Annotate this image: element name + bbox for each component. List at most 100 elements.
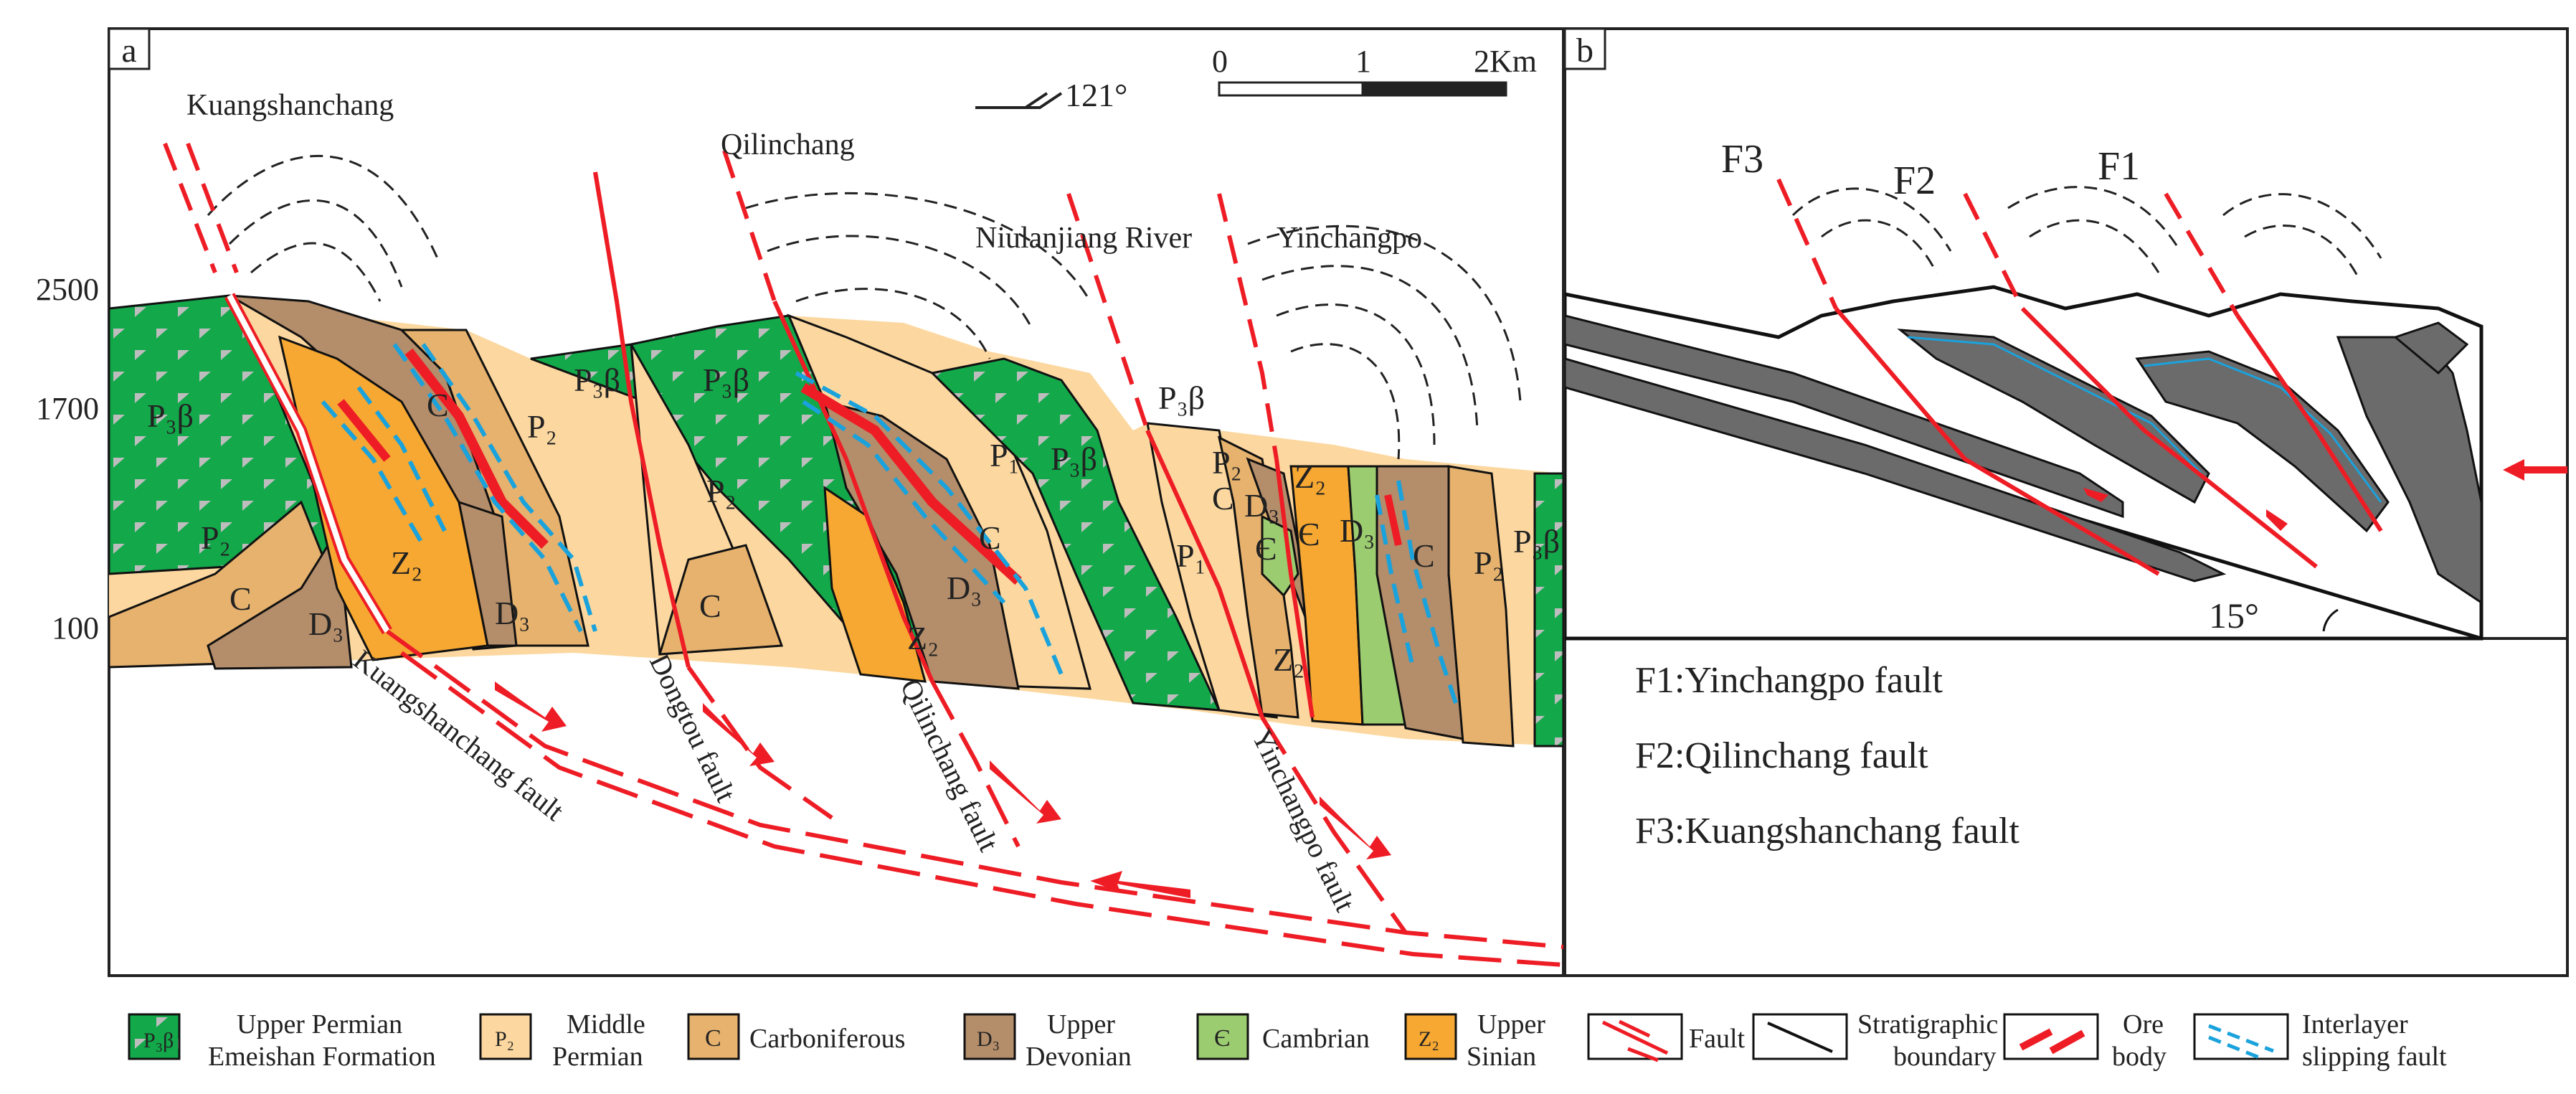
qilinchang-fault-upper	[722, 150, 777, 302]
label-p3b-4: P₃β	[1051, 440, 1097, 477]
legend-ore-2	[2049, 1029, 2085, 1055]
label-d3-1: D₃	[308, 605, 344, 642]
legend-fault-l1: Fault	[1689, 1024, 1746, 1054]
f2-label: F2	[1893, 159, 1936, 203]
fault-label-qilinchang: Qilinchang fault	[894, 674, 1005, 856]
legend-swatch-cambrian	[1196, 1013, 1249, 1060]
legend-strat-l2: boundary	[1893, 1042, 1997, 1072]
legend-d3-l2: Devonian	[1026, 1042, 1132, 1072]
label-c-6: C	[1413, 537, 1435, 574]
angle-label: 15°	[2209, 595, 2259, 636]
duplex-faults	[1776, 178, 2383, 576]
place-yinchangpo: Yinchangpo	[1277, 222, 1422, 255]
legend-f3: F3:Kuangshanchang fault	[1635, 811, 2019, 852]
label-d3-5: D₃	[1340, 512, 1375, 549]
place-niulanjiang: Niulanjiang River	[975, 222, 1192, 255]
slipping-faults	[321, 343, 1458, 704]
carboniferous-block	[658, 544, 784, 656]
legend-sym-cambrian: Є	[1214, 1025, 1230, 1052]
yinchangpo-fault-upper	[1217, 193, 1279, 460]
label-c-5: C	[1212, 480, 1234, 517]
legend-sym-p2: P₂	[495, 1027, 514, 1051]
angle-arc	[2322, 608, 2339, 632]
label-cam-1: Є	[1255, 530, 1277, 567]
carboniferous-east-2	[1447, 465, 1515, 748]
unit-labels-a: P₃β P₂ C D₃ Z₂ C D₃ P₂ P₃β P₂ C P₃β P₁ P…	[147, 362, 1560, 678]
legend-strat-l1: Stratigraphic	[1857, 1009, 1998, 1039]
label-z2-3: Z₂	[1294, 458, 1326, 495]
label-p2-3: P₂	[706, 473, 737, 509]
label-p3b-2: P₃β	[574, 362, 620, 398]
legend-ore-l2: body	[2112, 1042, 2167, 1072]
kuangshanchang-fault	[163, 142, 392, 635]
label-z2-1: Z₂	[391, 544, 422, 581]
legend-fault-arrow-1	[1618, 1019, 1651, 1038]
label-p3b-3: P₃β	[703, 362, 749, 398]
legend-p2-l1: Middle	[567, 1009, 645, 1039]
scale-bar: 0 1 2Km	[1212, 44, 1537, 97]
legend-f1: F1:Yinchangpo fault	[1635, 660, 1943, 701]
label-p3b-6: P₃β	[1513, 523, 1560, 560]
legend-ore-l1: Ore	[2123, 1009, 2164, 1039]
legend-c-l1: Carboniferous	[749, 1024, 905, 1054]
label-d3-2: D₃	[495, 595, 530, 631]
legend-p2-l2: Permian	[552, 1042, 643, 1072]
fault-label-yinchangpo: Yinchangpo fault	[1246, 724, 1362, 916]
yinchangpo-fault	[1274, 458, 1315, 718]
label-d3-4: D₃	[1244, 487, 1279, 524]
panel-a-label: a	[121, 32, 136, 70]
elev-2500: 2500	[36, 272, 99, 307]
f3-label: F3	[1721, 137, 1763, 181]
scale-1: 1	[1355, 44, 1371, 79]
panel-b-label-box	[1563, 27, 1606, 70]
devonian-band-2	[458, 500, 518, 647]
legend-p3b-l2: Emeishan Formation	[208, 1042, 436, 1072]
legend-sym-d3: D₃	[977, 1027, 1000, 1051]
ore-bodies	[337, 348, 1402, 585]
legend-swatch-z2	[1404, 1013, 1457, 1060]
cross-section	[109, 142, 1563, 967]
place-kuangshanchang: Kuangshanchang	[186, 89, 394, 122]
label-cam-2: Є	[1298, 516, 1320, 552]
label-c-1: C	[229, 580, 252, 617]
label-d3-3: D₃	[947, 570, 982, 606]
duplex-fold-traces	[1791, 186, 2382, 280]
legend-strat-line	[1767, 1022, 1833, 1053]
label-z2-2: Z₂	[907, 620, 939, 656]
legend-swatch-slip	[2193, 1013, 2289, 1060]
panel-a-label-box	[108, 27, 151, 70]
basal-faults	[386, 629, 1563, 967]
label-p3b-5: P₃β	[1158, 379, 1205, 416]
legend-ore-1	[2019, 1028, 2053, 1051]
duplex-model	[1565, 178, 2483, 641]
label-p2-2: P₂	[527, 408, 557, 445]
legend-z2-l2: Sinian	[1467, 1042, 1536, 1072]
place-qilinchang: Qilinchang	[721, 128, 855, 161]
label-p3b-1: P₃β	[147, 397, 194, 434]
elev-1700: 1700	[36, 391, 99, 426]
legend-fault-arrow-2	[1627, 1047, 1659, 1062]
label-c-4: C	[979, 519, 1001, 556]
emeishan-east	[929, 357, 1221, 712]
scale-2km: 2Km	[1474, 44, 1537, 79]
legend-sym-p3b: P₃β	[143, 1029, 174, 1052]
label-p2-1: P₂	[201, 519, 231, 556]
duplex-slip-arrows	[2083, 488, 2288, 531]
panel-b-label: b	[1576, 32, 1594, 70]
label-p2-4: P₂	[1212, 444, 1242, 481]
legend-sym-z2: Z₂	[1419, 1027, 1439, 1051]
legend-slip-l1: Interlayer	[2302, 1009, 2408, 1039]
legend-fault-line	[1601, 1020, 1669, 1055]
dongtou-fault-upper	[593, 171, 619, 302]
niulanjiang-fault	[1145, 429, 1264, 718]
legend-slip-line-1	[2208, 1024, 2274, 1053]
legend-z2-l1: Upper	[1477, 1009, 1545, 1039]
legend-swatch-d3	[963, 1013, 1016, 1060]
label-p1-1: P₁	[990, 437, 1020, 473]
fold-traces	[207, 154, 1522, 460]
legend-swatch-c	[687, 1013, 740, 1060]
legend-slip-l2: slipping fault	[2302, 1042, 2447, 1072]
f1-label: F1	[2098, 144, 2140, 189]
